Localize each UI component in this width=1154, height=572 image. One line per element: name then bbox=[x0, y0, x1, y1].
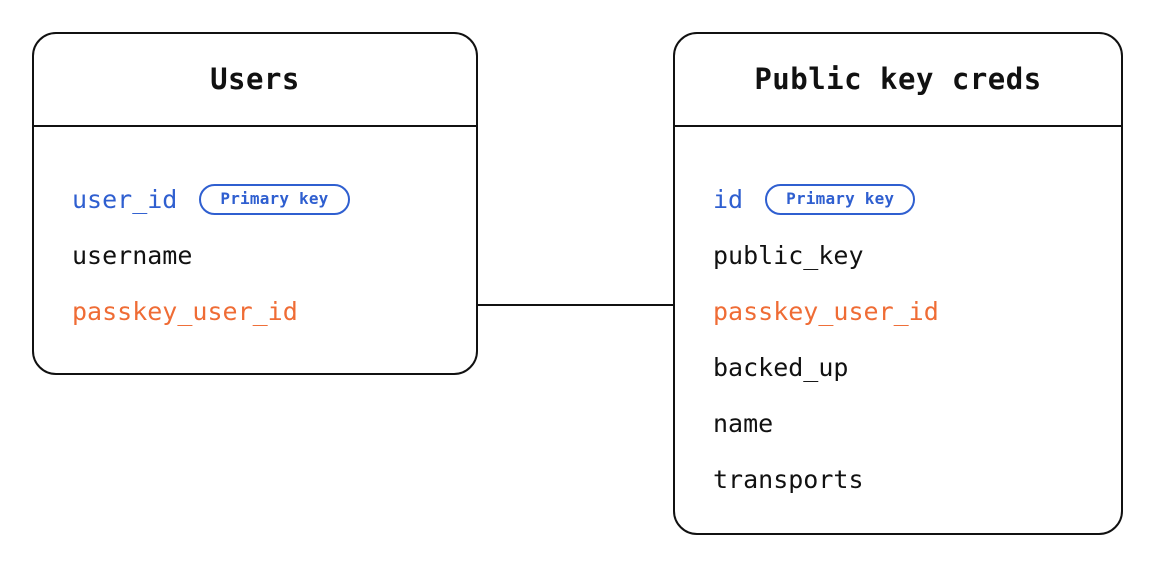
field-name-passkey-user-id: passkey_user_id bbox=[713, 296, 939, 326]
field-row-username[interactable]: username bbox=[34, 227, 476, 283]
field-row-passkey-user-id[interactable]: passkey_user_id bbox=[34, 283, 476, 339]
entity-box-public-key-creds[interactable]: Public key creds id Primary key public_k… bbox=[673, 32, 1123, 535]
field-row-passkey-user-id[interactable]: passkey_user_id bbox=[675, 283, 1121, 339]
field-row-id[interactable]: id Primary key bbox=[675, 171, 1121, 227]
primary-key-badge: Primary key bbox=[199, 183, 350, 215]
entity-header-public-key-creds: Public key creds bbox=[675, 34, 1121, 127]
entity-header-users: Users bbox=[34, 34, 476, 127]
entity-field-list-public-key-creds: id Primary key public_key passkey_user_i… bbox=[675, 127, 1121, 533]
entity-title-public-key-creds: Public key creds bbox=[754, 62, 1042, 96]
field-row-user-id[interactable]: user_id Primary key bbox=[34, 171, 476, 227]
entity-box-users[interactable]: Users user_id Primary key username passk… bbox=[32, 32, 478, 375]
field-name-transports: transports bbox=[713, 464, 864, 494]
entity-field-list-users: user_id Primary key username passkey_use… bbox=[34, 127, 476, 373]
field-row-backed-up[interactable]: backed_up bbox=[675, 339, 1121, 395]
field-row-name[interactable]: name bbox=[675, 395, 1121, 451]
field-name-passkey-user-id: passkey_user_id bbox=[72, 296, 298, 326]
field-row-transports[interactable]: transports bbox=[675, 451, 1121, 507]
field-name-backed-up: backed_up bbox=[713, 352, 849, 382]
field-row-public-key[interactable]: public_key bbox=[675, 227, 1121, 283]
primary-key-badge: Primary key bbox=[765, 183, 916, 215]
relationship-connector-line bbox=[478, 304, 674, 306]
field-name-name: name bbox=[713, 408, 774, 438]
field-name-username: username bbox=[72, 240, 193, 270]
entity-title-users: Users bbox=[210, 62, 300, 96]
field-name-public-key: public_key bbox=[713, 240, 864, 270]
field-name-id: id bbox=[713, 184, 744, 214]
field-name-user-id: user_id bbox=[72, 184, 178, 214]
